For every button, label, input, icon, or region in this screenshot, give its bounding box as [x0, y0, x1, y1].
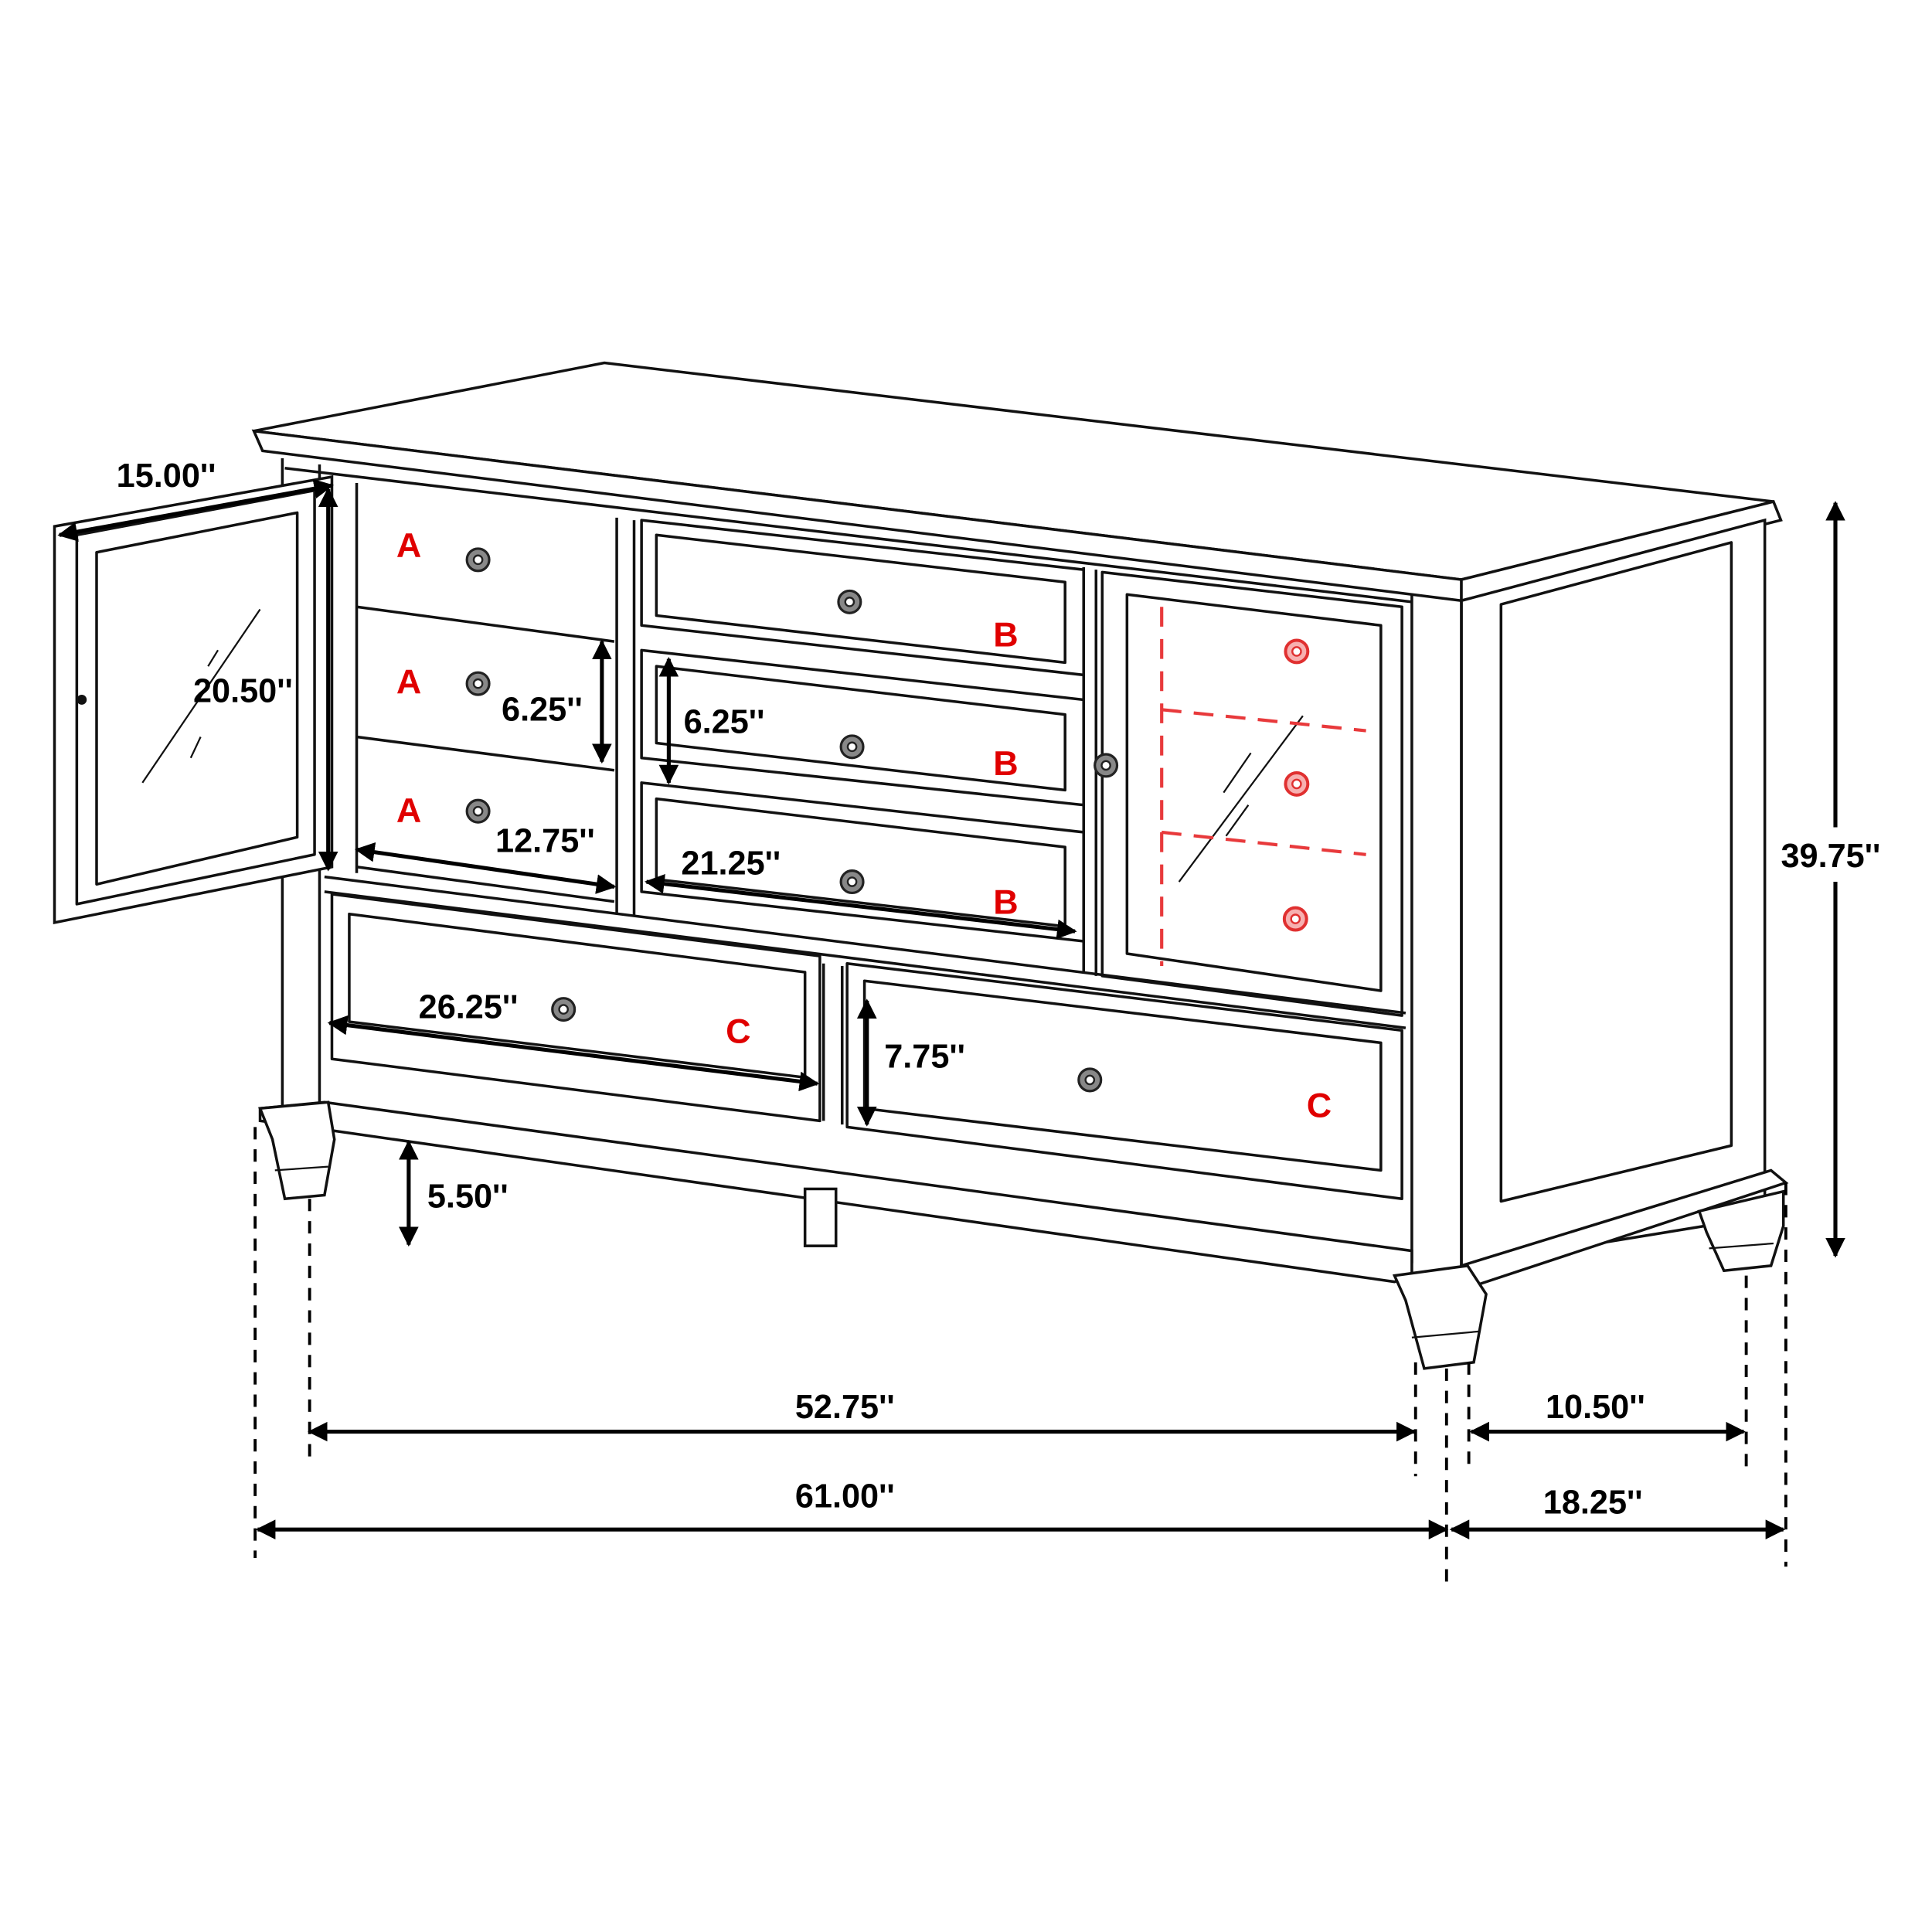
- knob: [839, 869, 865, 895]
- extension-lines: [253, 1127, 1787, 1583]
- dim-overall-height: 39.75'': [1781, 838, 1880, 875]
- top-edge-side: [1460, 499, 1783, 603]
- label-a2: A: [396, 662, 421, 701]
- knob: [839, 734, 865, 760]
- legs: [258, 1100, 1785, 1370]
- dim-drawer-c-height: 7.75'': [884, 1038, 965, 1075]
- dim-drawer-b-width: 21.25'': [681, 845, 781, 882]
- arrow-door-width: [57, 478, 335, 542]
- door-knob: [1094, 753, 1119, 778]
- hidden-shelf-line: [1161, 830, 1366, 856]
- label-c1: C: [726, 1011, 750, 1050]
- hidden-drawer-knob: [1284, 638, 1310, 665]
- dim-door-height: 20.50'': [193, 673, 293, 710]
- label-b2: B: [993, 743, 1018, 783]
- leg-back-right: [1697, 1189, 1785, 1273]
- door-pull: [77, 695, 87, 705]
- label-c2: C: [1307, 1086, 1332, 1125]
- hidden-drawer-knob: [1282, 906, 1308, 932]
- dimension-labels: 15.00'' 20.50'' 6.25'' 12.75'' 6.25'' 21…: [117, 457, 1881, 1522]
- knob: [465, 547, 491, 573]
- arrow-drawer-a-width: [355, 842, 617, 894]
- center-support-leg: [803, 1187, 838, 1247]
- knob: [465, 798, 491, 824]
- hidden-drawer-knob: [1284, 770, 1310, 797]
- dimension-arrows: [57, 478, 1845, 1539]
- side-inset: [1499, 541, 1733, 1203]
- dim-drawer-a-width: 12.75'': [495, 823, 595, 860]
- dim-drawer-b-height: 6.25'': [684, 704, 765, 741]
- dim-overall-depth: 18.25'': [1543, 1484, 1643, 1521]
- leg-front-left: [258, 1100, 336, 1201]
- label-b1: B: [993, 615, 1018, 655]
- right-glass-door: [1094, 570, 1403, 1017]
- dim-drawer-a-height: 6.25'': [502, 692, 583, 729]
- hidden-shelf-line: [1161, 708, 1366, 733]
- dim-overall-width: 61.00'': [795, 1478, 895, 1515]
- knob: [465, 671, 491, 696]
- dim-leg-clearance: 5.50'': [427, 1179, 509, 1216]
- knob: [1077, 1067, 1103, 1093]
- arrow-drawer-c-width: [327, 1015, 820, 1092]
- side-panel: [1460, 518, 1767, 1267]
- label-a1: A: [396, 526, 421, 565]
- label-a3: A: [396, 791, 421, 830]
- dim-inner-width: 52.75'': [795, 1389, 895, 1426]
- dim-inner-depth: 10.50'': [1546, 1389, 1645, 1426]
- label-b3: B: [993, 883, 1018, 922]
- knob: [837, 589, 862, 614]
- arrow-drawer-b-width: [644, 873, 1077, 940]
- dim-drawer-c-width: 26.25'': [419, 988, 519, 1026]
- leg-front-right: [1392, 1264, 1488, 1370]
- dim-door-width: 15.00'': [117, 457, 216, 495]
- knob: [551, 997, 577, 1022]
